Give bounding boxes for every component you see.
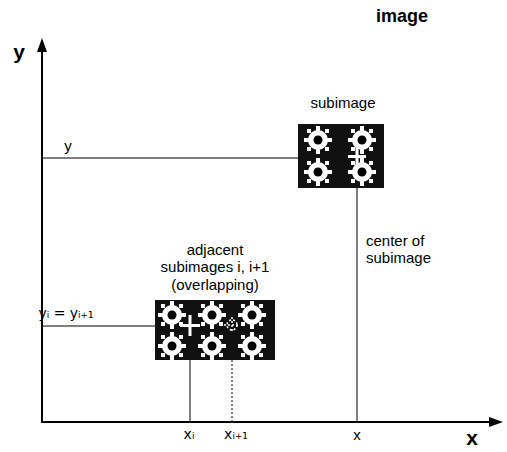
leader-line xyxy=(190,360,191,421)
subimage-tile xyxy=(155,300,275,360)
subimage-tile xyxy=(298,124,384,188)
part-label: center of subimage xyxy=(366,232,476,267)
leader-line xyxy=(43,326,155,327)
figure-title: image xyxy=(376,6,428,27)
coordinate-label: xᵢ₊₁ xyxy=(224,426,248,442)
axis-arrowhead xyxy=(489,417,503,427)
part-label: subimage xyxy=(310,94,375,111)
axis-label: y xyxy=(13,40,25,64)
coordinate-label: y xyxy=(64,137,72,154)
coordinate-label: yᵢ = yᵢ₊₁ xyxy=(38,305,93,321)
coordinate-label: xᵢ xyxy=(184,426,195,442)
y-axis xyxy=(41,46,43,423)
coordinate-label: x xyxy=(353,426,361,443)
part-label: adjacent subimages i, i+1 (overlapping) xyxy=(154,241,276,293)
leader-line xyxy=(232,360,233,421)
leader-line xyxy=(43,158,298,159)
leader-line xyxy=(357,188,358,421)
axis-arrowhead xyxy=(37,38,47,52)
x-axis xyxy=(41,421,494,423)
axis-label: x xyxy=(466,426,478,450)
